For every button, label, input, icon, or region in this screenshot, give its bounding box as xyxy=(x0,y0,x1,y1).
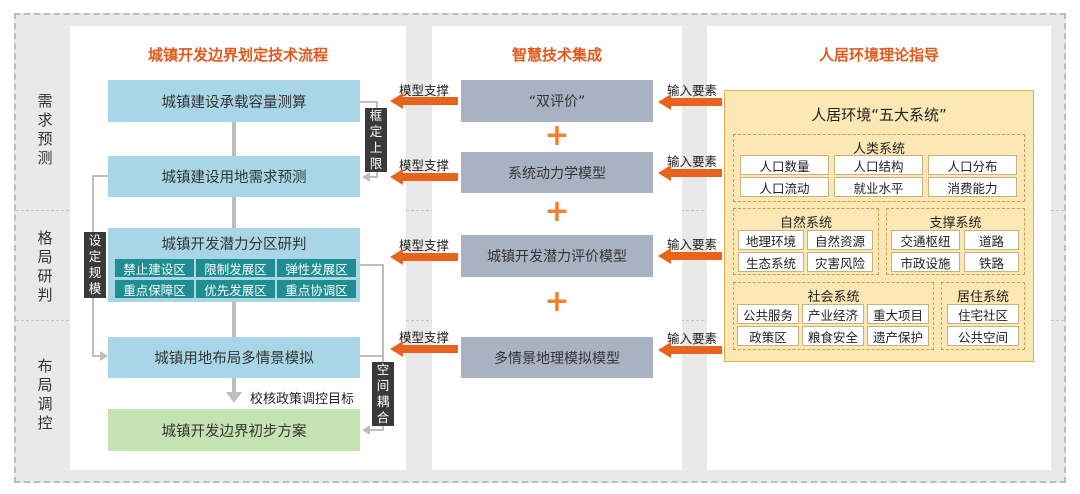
support-arrow-4 xyxy=(390,341,458,357)
input-label-1: 输入要素 xyxy=(667,83,718,98)
rules-line-bottom xyxy=(92,355,102,357)
step-demand: 城镇建设用地需求预测 xyxy=(108,156,360,197)
social-item-heritage: 遗产保护 xyxy=(867,326,929,346)
social-item-industry: 产业经济 xyxy=(802,304,864,324)
zone-key-coordination: 重点协调区 xyxy=(277,280,356,298)
rules-line-top xyxy=(92,175,108,177)
plus-icon-1: + xyxy=(544,118,570,153)
tech-geo-simulation: 多情景地理模拟模型 xyxy=(461,337,653,378)
zone-flexible: 弹性发展区 xyxy=(277,259,356,277)
support-arrow-1 xyxy=(390,93,458,109)
social-item-food-security: 粮食安全 xyxy=(802,326,864,346)
zone-restricted: 限制发展区 xyxy=(196,259,275,277)
step-potential-title: 城镇开发潜力分区研判 xyxy=(161,237,307,253)
plus-icon-2: + xyxy=(544,194,570,229)
theory-panel-title: 人居环境理论指导 xyxy=(818,46,939,64)
support-system-title: 支撑系统 xyxy=(929,216,982,231)
stage-label-layout: 布局调控 xyxy=(37,357,53,432)
upper-line-bottom xyxy=(370,176,378,178)
spatial-line-mid xyxy=(360,355,384,357)
input-label-2: 输入要素 xyxy=(667,154,718,169)
support-system-group xyxy=(886,208,1025,275)
social-item-major-project: 重大项目 xyxy=(867,304,929,324)
input-label-4: 输入要素 xyxy=(667,331,718,346)
human-system-group xyxy=(733,134,1025,202)
input-label-3: 输入要素 xyxy=(667,237,718,252)
human-item-population-size: 人口数量 xyxy=(740,155,829,175)
tech-double-evaluation: “双评价” xyxy=(461,80,653,122)
env-title: 人居环境“五大系统” xyxy=(811,106,947,124)
social-system-group xyxy=(733,282,934,350)
zone-key-guarantee: 重点保障区 xyxy=(115,280,194,298)
flow-line-3 xyxy=(232,302,236,337)
human-item-population-distribution: 人口分布 xyxy=(928,155,1017,175)
social-item-policy-zone: 政策区 xyxy=(737,326,799,346)
check-policy-label: 校核政策调控目标 xyxy=(250,392,355,407)
support-item-road: 道路 xyxy=(964,230,1019,250)
spatial-line-top xyxy=(360,264,384,266)
nature-item-geography: 地理环境 xyxy=(738,230,804,250)
input-arrow-4 xyxy=(658,342,722,358)
upper-line-top xyxy=(360,101,378,103)
spatial-arrowhead xyxy=(362,425,370,435)
human-system-title: 人类系统 xyxy=(852,142,905,157)
support-item-transport-hub: 交通枢纽 xyxy=(891,230,960,250)
tech-panel-title: 智慧技术集成 xyxy=(511,46,602,64)
zone-priority: 优先发展区 xyxy=(196,280,275,298)
nature-item-disaster: 灾害风险 xyxy=(807,252,873,272)
support-item-railway: 铁路 xyxy=(964,252,1019,272)
stage-label-pattern: 格局研判 xyxy=(37,229,53,304)
support-label-2: 模型支撑 xyxy=(399,158,450,173)
support-label-3: 模型支撑 xyxy=(399,238,450,253)
nature-system-group xyxy=(733,208,879,275)
input-arrow-1 xyxy=(658,94,722,110)
spatial-line-bottom xyxy=(370,429,384,431)
zone-forbidden: 禁止建设区 xyxy=(115,259,194,277)
living-system-title: 居住系统 xyxy=(956,290,1009,305)
spatial-line-vertical xyxy=(382,264,384,430)
living-item-public-space: 公共空间 xyxy=(947,326,1019,346)
step-boundary: 城镇开发边界初步方案 xyxy=(108,409,360,451)
set-scale-box: 设定规模 xyxy=(84,232,106,298)
tech-potential-model: 城镇开发潜力评价模型 xyxy=(461,235,653,277)
human-item-consumption: 消费能力 xyxy=(928,177,1017,197)
plus-icon-3: + xyxy=(544,284,570,319)
nature-item-resources: 自然资源 xyxy=(807,230,873,250)
tech-system-dynamics: 系统动力学模型 xyxy=(461,152,653,193)
input-arrow-3 xyxy=(658,248,722,264)
flow-arrowhead xyxy=(226,392,242,403)
living-item-residential: 住宅社区 xyxy=(947,304,1019,324)
support-arrow-3 xyxy=(390,249,458,265)
support-label-4: 模型支撑 xyxy=(399,330,450,345)
nature-item-ecosystem: 生态系统 xyxy=(738,252,804,272)
stage-label-demand: 需求预测 xyxy=(37,92,53,167)
input-arrow-2 xyxy=(658,165,722,181)
spatial-coupling-box: 空间耦合 xyxy=(372,362,394,426)
living-system-group xyxy=(941,282,1025,350)
upper-limit-box: 框定上限 xyxy=(365,108,387,172)
flow-line-2 xyxy=(232,197,236,228)
step-scenario: 城镇用地布局多情景模拟 xyxy=(108,337,360,378)
human-item-population-structure: 人口结构 xyxy=(834,155,923,175)
rules-arrowhead xyxy=(100,351,108,361)
flow-line-1 xyxy=(232,122,236,156)
flow-line-4 xyxy=(232,378,236,394)
process-panel-title: 城镇开发边界划定技术流程 xyxy=(147,46,328,64)
social-system-title: 社会系统 xyxy=(807,290,860,305)
support-item-municipal: 市政设施 xyxy=(891,252,960,272)
support-arrow-2 xyxy=(390,169,458,185)
human-item-employment: 就业水平 xyxy=(834,177,923,197)
upper-arrowhead xyxy=(362,172,370,182)
nature-system-title: 自然系统 xyxy=(779,216,832,231)
social-item-public-service: 公共服务 xyxy=(737,304,799,324)
step-capacity: 城镇建设承载容量测算 xyxy=(108,80,360,122)
support-label-1: 模型支撑 xyxy=(399,83,450,98)
human-item-population-flow: 人口流动 xyxy=(740,177,829,197)
